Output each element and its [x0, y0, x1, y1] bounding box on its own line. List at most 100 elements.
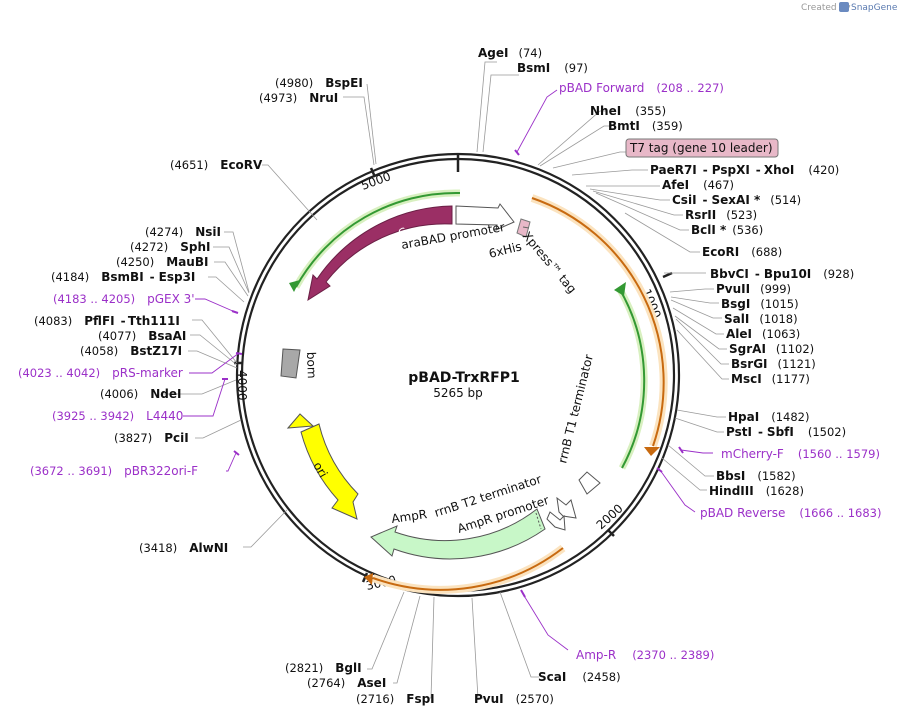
primer-pbad-reverse[interactable]: pBAD Reverse(1666 .. 1683)	[700, 506, 882, 520]
primer-pgex3[interactable]: (4183 .. 4205)pGEX 3'	[53, 292, 195, 306]
enzyme-hpai[interactable]: HpaI(1482)	[728, 410, 809, 424]
arac-arrow[interactable]	[307, 205, 453, 302]
enzyme-maubi[interactable]: (4250)MauBI	[116, 255, 208, 269]
leader-ndei	[163, 379, 237, 395]
enzyme-ecori[interactable]: EcoRI(688)	[702, 245, 782, 259]
enzyme-pflfi[interactable]: (4083)PflFI-Tth111I	[34, 314, 180, 328]
leader-psti	[674, 417, 724, 433]
leader-bmti	[539, 125, 612, 167]
primer-pbad-forward[interactable]: pBAD Forward(208 .. 227)	[559, 81, 724, 95]
leader-amp-r	[522, 593, 569, 651]
leader-pflfi	[192, 319, 238, 364]
leader-alwni	[243, 509, 288, 548]
enzyme-bsgi[interactable]: BsgI(1015)	[721, 297, 799, 311]
tick-label-5000: 5000	[359, 169, 392, 193]
his6-tag-block[interactable]	[516, 218, 531, 238]
leader-bsrgi	[675, 318, 729, 365]
leader-pcii	[195, 419, 242, 439]
primer-l4440[interactable]: (3925 .. 3942)L4440	[52, 409, 183, 423]
ori-label: ori	[310, 460, 330, 481]
leader-pgex3	[195, 298, 236, 313]
enzyme-afei[interactable]: AfeI(467)	[662, 178, 734, 192]
arabad-promoter-arrow[interactable]	[455, 203, 515, 231]
leader-mcherry-f	[680, 449, 713, 454]
leader-msci	[676, 329, 729, 380]
enzyme-bsaai[interactable]: (4077)BsaAI	[98, 329, 186, 343]
enzyme-bsmi[interactable]: BsmI(97)	[517, 61, 588, 75]
rrnb-t1-terminator-arrow[interactable]	[578, 471, 601, 495]
enzyme-paer7i[interactable]: PaeR7I-PspXI-XhoI(420)	[650, 163, 839, 177]
leader-asei	[393, 595, 421, 684]
orange-arc-right-arrowhead	[644, 447, 660, 456]
enzyme-sali[interactable]: SalI(1018)	[724, 312, 798, 326]
enzyme-msci[interactable]: MscI(1177)	[731, 372, 810, 386]
t7-tag-box[interactable]	[625, 138, 779, 158]
t7-tag-label: T7 tag (gene 10 leader)	[629, 141, 773, 155]
enzyme-rsrii[interactable]: RsrII(523)	[685, 208, 757, 222]
enzyme-bgli[interactable]: (2821)BglI	[285, 661, 362, 675]
orange-feature-arc-right	[531, 197, 665, 447]
enzyme-fspi[interactable]: (2716)FspI	[356, 692, 435, 706]
ampr-promoter-arrow[interactable]	[546, 511, 566, 531]
rrnb-t1-terminator-label: rrnB T1 terminator	[555, 353, 596, 465]
enzyme-psti[interactable]: PstI-SbfI(1502)	[726, 425, 846, 439]
tick-mark-5000	[369, 167, 377, 178]
green-arc-right-arrowhead	[614, 282, 626, 296]
enzyme-bmti[interactable]: BmtI(359)	[608, 119, 683, 133]
ampr-label: AmpR	[390, 507, 427, 526]
enzyme-bcli[interactable]: BclI *(536)	[691, 223, 763, 237]
enzyme-agei[interactable]: AgeI(74)	[478, 46, 542, 60]
green-arc-top-arrowhead	[289, 280, 300, 292]
leader-fspi	[428, 596, 435, 699]
primer-prs-marker[interactable]: (4023 .. 4042)pRS-marker	[18, 366, 183, 380]
enzyme-alwni[interactable]: (3418)AlwNI	[139, 541, 228, 555]
tick-mark-2000	[607, 529, 615, 537]
ampr-arrow[interactable]	[370, 508, 546, 560]
primer-pbr322ori-f[interactable]: (3672 .. 3691)pBR322ori-F	[30, 464, 198, 478]
enzyme-pvuii[interactable]: PvuII(999)	[716, 282, 791, 296]
enzyme-sphi[interactable]: (4272)SphI	[130, 240, 211, 254]
leader-agei	[476, 61, 497, 153]
enzyme-nhei[interactable]: NheI(355)	[590, 104, 666, 118]
enzyme-nrui[interactable]: (4973)NruI	[259, 91, 338, 105]
primer-mark-pbad-forward	[514, 149, 520, 156]
enzyme-hindiii[interactable]: HindIII(1628)	[709, 484, 804, 498]
leader-nrui	[343, 96, 375, 166]
enzyme-alei[interactable]: AleI(1063)	[726, 327, 800, 341]
his6-label: 6xHis	[487, 239, 523, 261]
ori-arrow[interactable]	[300, 423, 359, 520]
leader-bbsi	[667, 444, 714, 477]
enzyme-sgrai[interactable]: SgrAI(1102)	[729, 342, 814, 356]
enzyme-pvui[interactable]: PvuI(2570)	[474, 692, 554, 706]
leader-scai	[499, 591, 539, 678]
leader-t7-tag	[552, 151, 626, 169]
leader-bspei	[366, 83, 377, 165]
rrnb-t2-terminator-arrow[interactable]	[556, 496, 577, 519]
enzyme-ecorv[interactable]: (4651)EcoRV	[170, 158, 263, 172]
enzyme-scai[interactable]: ScaI(2458)	[538, 670, 621, 684]
bom-block[interactable]	[280, 348, 301, 379]
enzyme-pcii[interactable]: (3827)PciI	[114, 431, 189, 445]
enzyme-bbsi[interactable]: BbsI(1582)	[716, 469, 796, 483]
enzyme-bbvci[interactable]: BbvCI-Bpu10I(928)	[710, 267, 854, 281]
enzyme-ndei[interactable]: (4006)NdeI	[100, 387, 182, 401]
enzyme-bspei[interactable]: (4980)BspEI	[275, 76, 363, 90]
tick-label-4000: 4000	[235, 370, 249, 401]
enzyme-bstz17i[interactable]: (4058)BstZ17I	[80, 344, 182, 358]
leader-nhei	[537, 110, 607, 166]
leader-paer7i	[571, 169, 648, 176]
orange-arc-bottom-arrowhead	[364, 573, 373, 585]
primer-amp-r[interactable]: Amp-R(2370 .. 2389)	[576, 648, 714, 662]
enzyme-asei[interactable]: (2764)AseI	[307, 676, 386, 690]
enzyme-csii[interactable]: CsiI-SexAI *(514)	[672, 193, 801, 207]
enzyme-bsrgi[interactable]: BsrGI(1121)	[731, 357, 816, 371]
leader-alei	[672, 307, 724, 335]
enzyme-bsmbi[interactable]: (4184)BsmBI-Esp3I	[51, 270, 195, 284]
leader-bcli	[595, 192, 689, 231]
primer-mcherry-f[interactable]: mCherry-F(1560 .. 1579)	[721, 447, 880, 461]
xpress-tag-label: Xpress™ tag	[520, 229, 580, 296]
leader-bsaai	[190, 334, 238, 366]
leader-sphi	[213, 246, 250, 294]
enzyme-nsii[interactable]: (4274)NsiI	[145, 225, 221, 239]
